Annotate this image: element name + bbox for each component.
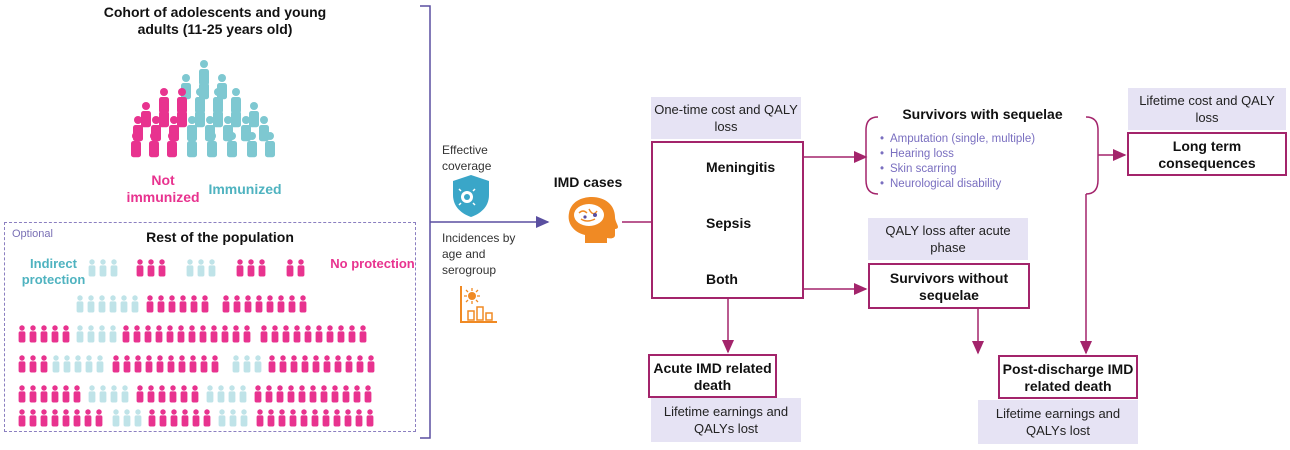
imd-outcomes-box (651, 141, 804, 299)
not-immunized-label: Not immunized (126, 172, 200, 205)
imd-cases-label: IMD cases (553, 174, 623, 190)
immunized-label: Immunized (208, 181, 282, 197)
sequelae-list: Amputation (single, multiple) Hearing lo… (878, 132, 1088, 192)
sequelae-item: Amputation (single, multiple) (878, 132, 1088, 147)
sequelae-item: Neurological disability (878, 177, 1088, 192)
population-title: Rest of the population (146, 229, 294, 245)
sequelae-brace (865, 116, 879, 195)
incidences-label: Incidences by age and serogroup (442, 231, 516, 277)
post-discharge-death-box: Post-discharge IMD related death (998, 355, 1138, 399)
post-earnings-box: Lifetime earnings and QALYs lost (978, 400, 1138, 444)
lifetime-cost-box: Lifetime cost and QALY loss (1128, 88, 1286, 130)
qaly-after-acute-box: QALY loss after acute phase (868, 218, 1028, 260)
sequelae-title: Survivors with sequelae (902, 106, 1063, 122)
cohort-crowd (131, 60, 275, 158)
cohort-title: Cohort of adolescents and young adults (… (103, 4, 327, 37)
indirect-protection-label: Indirect protection (21, 256, 86, 287)
sequelae-item: Hearing loss (878, 147, 1088, 162)
one-time-cost-box: One-time cost and QALY loss (651, 97, 801, 139)
meningitis-label: Meningitis (706, 159, 776, 175)
acute-earnings-box: Lifetime earnings and QALYs lost (651, 398, 801, 442)
population-crowd (18, 259, 375, 427)
sepsis-label: Sepsis (706, 215, 752, 231)
survivors-without-sequelae-box: Survivors without sequelae (868, 263, 1030, 309)
long-term-consequences-box: Long term consequences (1127, 132, 1287, 176)
optional-label: Optional (12, 228, 53, 240)
sequelae-item: Skin scarring (878, 162, 1088, 177)
shield-icon (453, 175, 489, 217)
population-box (4, 222, 416, 432)
head-brain-icon (568, 197, 618, 243)
bar-chart-icon (460, 286, 497, 323)
both-label: Both (706, 271, 738, 287)
effective-coverage-label: Effective coverage (442, 143, 492, 173)
acute-death-box: Acute IMD related death (648, 354, 777, 398)
no-protection-label: No protection (330, 256, 415, 271)
